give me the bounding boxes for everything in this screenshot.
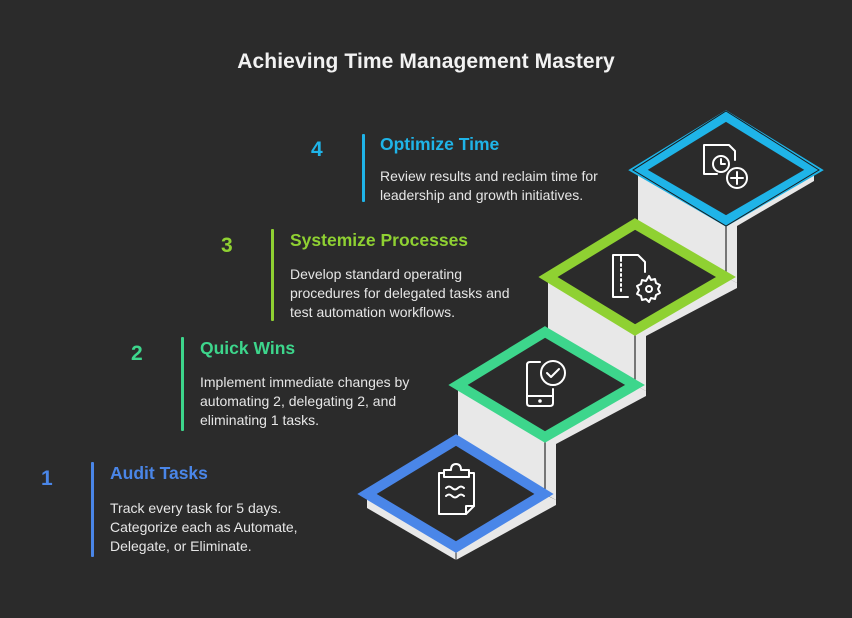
step-2-heading: Quick Wins	[200, 338, 296, 358]
step-4-heading: Optimize Time	[380, 134, 500, 154]
step-3-desc-line: Develop standard operating	[290, 266, 463, 282]
step-4-bar	[362, 134, 365, 202]
clipboard-notes-icon	[438, 463, 475, 515]
step-3-number: 3	[221, 234, 233, 257]
step-2-description: Implement immediate changes by automatin…	[200, 373, 409, 430]
step-1-block	[357, 434, 556, 560]
mobile-check-icon	[526, 360, 566, 407]
step-1-number: 1	[41, 467, 53, 490]
step-3-block	[538, 218, 737, 391]
zip-file-gear-icon	[612, 254, 661, 303]
step-4-desc-line: Review results and reclaim time for	[380, 168, 598, 184]
page-title: Achieving Time Management Mastery	[237, 50, 615, 73]
step-1-heading: Audit Tasks	[110, 463, 208, 483]
step-2-number: 2	[131, 342, 143, 365]
step-3-bar	[271, 229, 274, 321]
step-1-bar	[91, 462, 94, 557]
step-3-desc-line: procedures for delegated tasks and	[290, 285, 510, 301]
step-3-desc-line: test automation workflows.	[290, 304, 455, 320]
step-2-block	[448, 326, 646, 500]
step-3-description: Develop standard operating procedures fo…	[290, 265, 509, 322]
step-1-desc-line: Delegate, or Eliminate.	[110, 538, 252, 554]
step-4-block	[628, 110, 824, 283]
step-2-desc-line: eliminating 1 tasks.	[200, 412, 320, 428]
step-4-number: 4	[311, 138, 323, 161]
step-4-description: Review results and reclaim time for lead…	[380, 167, 598, 205]
step-2-bar	[181, 337, 184, 431]
step-2-desc-line: automating 2, delegating 2, and	[200, 393, 397, 409]
step-4-desc-line: leadership and growth initiatives.	[380, 187, 584, 203]
step-1-desc-line: Track every task for 5 days.	[110, 500, 282, 516]
step-1-desc-line: Categorize each as Automate,	[110, 519, 298, 535]
step-1-description: Track every task for 5 days. Categorize …	[110, 499, 298, 556]
step-2-desc-line: Implement immediate changes by	[200, 374, 410, 390]
document-clock-add-icon	[703, 144, 748, 189]
step-3-heading: Systemize Processes	[290, 230, 469, 250]
